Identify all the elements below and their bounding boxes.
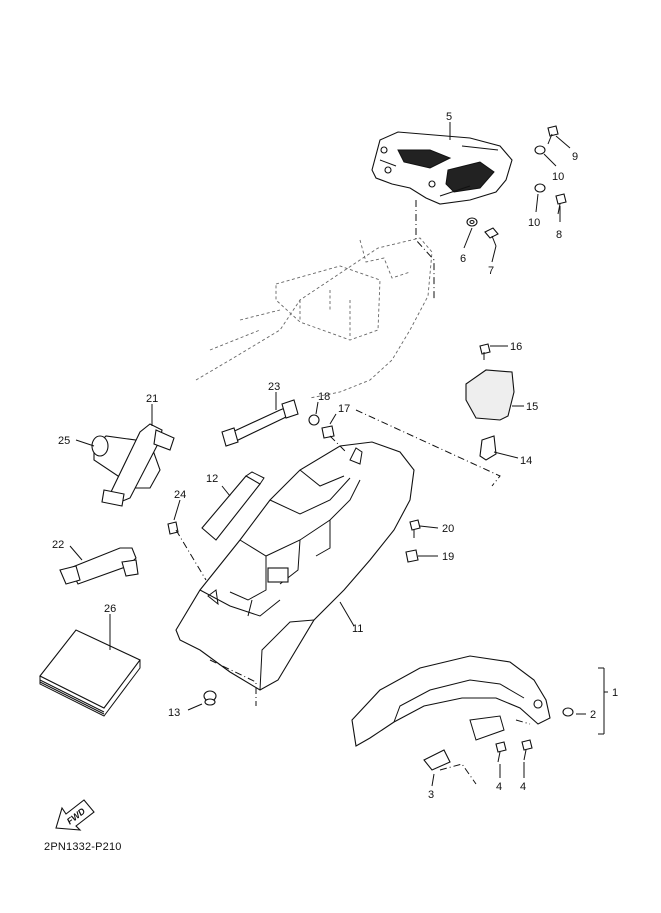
part-18-grommet (308, 414, 320, 426)
part-21-tool-strap (101, 423, 175, 507)
part-8-bolt (555, 193, 567, 215)
part-26-owners-manual (39, 629, 141, 717)
part-10-nut-lower (534, 183, 546, 193)
part-17-clip (321, 425, 335, 439)
callout-13: 13 (168, 707, 180, 719)
part-2-rivet (562, 707, 574, 717)
callout-3: 3 (428, 789, 434, 801)
part-23-strap (221, 399, 299, 447)
part-9-bolt (547, 125, 559, 145)
frame-ghost-outline (195, 237, 433, 399)
callout-22: 22 (52, 539, 64, 551)
part-7-bolt (484, 227, 499, 247)
callout-9: 9 (572, 151, 578, 163)
part-20-bolt (409, 519, 421, 538)
part-16-screw (479, 343, 491, 360)
callout-4-right: 4 (520, 781, 526, 793)
callout-12: 12 (206, 473, 218, 485)
part-3-bracket (423, 749, 451, 771)
fwd-arrow-icon: FWD (55, 799, 95, 831)
part-5-frame-bracket (371, 131, 513, 205)
callout-17: 17 (338, 403, 350, 415)
callout-4-left: 4 (496, 781, 502, 793)
callout-1: 1 (612, 687, 618, 699)
callout-8: 8 (556, 229, 562, 241)
callout-14: 14 (520, 455, 532, 467)
callout-7: 7 (488, 265, 494, 277)
callout-20: 20 (442, 523, 454, 535)
part-12-foam-strip (201, 471, 265, 541)
part-22-strap (59, 547, 139, 585)
callout-19: 19 (442, 551, 454, 563)
callout-10-upper: 10 (552, 171, 564, 183)
callout-21: 21 (146, 393, 158, 405)
callout-10-lower: 10 (528, 217, 540, 229)
part-4-bolt-b (521, 739, 533, 761)
drawing-code: 2PN1332-P210 (44, 841, 122, 853)
callout-15: 15 (526, 401, 538, 413)
callout-numbers: 5 9 10 10 8 6 7 16 15 14 20 19 11 12 24 … (52, 111, 618, 801)
part-19-clip (405, 549, 419, 563)
callout-18: 18 (318, 391, 330, 403)
callout-26: 26 (104, 603, 116, 615)
callout-16: 16 (510, 341, 522, 353)
part-15-mesh-guard (465, 369, 515, 421)
part-24-clip (167, 521, 179, 535)
part-4-bolt-a (495, 741, 507, 763)
callout-23: 23 (268, 381, 280, 393)
part-1-rear-fender (351, 655, 551, 747)
part-11-rear-inner-fender (175, 441, 415, 691)
leader-lines (69, 122, 608, 787)
part-10-nut-upper (534, 145, 546, 155)
assembly-lines (175, 200, 531, 785)
part-6-washer (466, 217, 478, 227)
callout-2: 2 (590, 709, 596, 721)
callout-6: 6 (460, 253, 466, 265)
callout-24: 24 (174, 489, 186, 501)
callout-5: 5 (446, 111, 452, 123)
callout-25: 25 (58, 435, 70, 447)
part-13-grommet (203, 690, 217, 706)
part-14-bracket (479, 435, 497, 461)
callout-11: 11 (352, 623, 363, 635)
